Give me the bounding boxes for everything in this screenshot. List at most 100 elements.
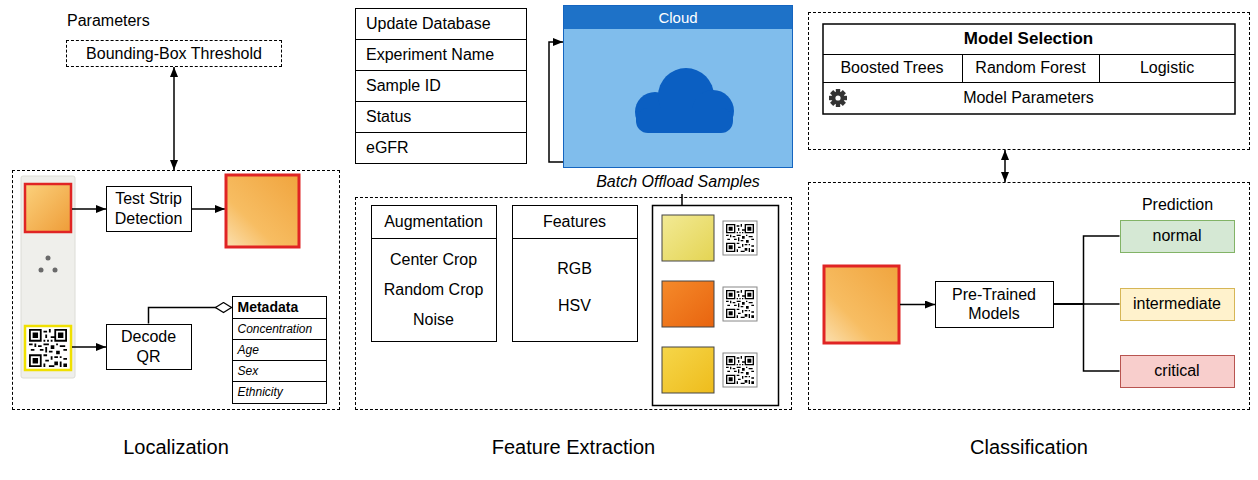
table-header: Cloud <box>564 6 792 30</box>
strip-dot <box>39 268 44 273</box>
sample-image <box>662 281 714 327</box>
cloud-box: Cloud <box>563 5 793 168</box>
model-option: Logistic <box>1100 54 1235 82</box>
cropped-strip <box>226 175 299 247</box>
node-label: Test Strip Detection <box>111 189 187 227</box>
flow-arrow <box>72 208 106 210</box>
connector <box>1054 304 1120 371</box>
cloud-icon <box>636 108 733 133</box>
offload-line <box>681 194 683 205</box>
test-strip <box>21 176 75 378</box>
parameter-heading: Parameters <box>67 11 150 30</box>
metadata-table: MetadataConcentrationAgeSexEthnicity <box>232 296 327 404</box>
database-field: Status <box>355 101 527 133</box>
database-field: Experiment Name <box>355 39 527 71</box>
connector <box>549 42 563 162</box>
qr-code <box>726 356 754 384</box>
qr-code <box>726 224 754 252</box>
region-heading: Classification <box>809 435 1249 459</box>
node-label: Sex <box>233 361 326 382</box>
node-label: Ethnicity <box>233 382 326 403</box>
parameter-box: ParametersBounding-Box Threshold <box>66 40 282 67</box>
prediction-box: normal <box>1120 220 1235 253</box>
flow-arrow <box>72 346 106 348</box>
node-label: Age <box>233 340 326 361</box>
sample-image <box>662 215 714 261</box>
node-label: Center Crop <box>372 245 496 275</box>
qr-code <box>726 290 754 318</box>
prediction-box: critical <box>1120 355 1235 388</box>
model-table <box>823 24 1235 114</box>
node-label: Boosted Trees <box>840 58 943 77</box>
connector <box>173 67 175 170</box>
model-selection-region: Model SelectionBoosted Trees Random Fores… <box>808 12 1250 150</box>
node-label: Random Crop <box>372 275 496 305</box>
model-option: Random Forest <box>963 54 1100 82</box>
feature-list: FeaturesRGBHSV <box>512 205 638 342</box>
database-field: Update Database <box>355 8 527 40</box>
strip-dot <box>46 256 51 261</box>
flow-label: Batch Offload Samples <box>578 172 778 191</box>
cloud-icon <box>635 68 734 133</box>
strip-pad <box>25 184 71 232</box>
sample-image <box>662 347 714 393</box>
qr-code <box>29 329 67 367</box>
database-field: Sample ID <box>355 70 527 102</box>
table-header: Augmentation <box>372 206 496 239</box>
model-parameters: Model Parameters <box>823 82 1235 114</box>
process-box: Decode QR <box>106 324 192 370</box>
region-heading: Feature Extraction <box>356 435 791 459</box>
gear-icon <box>829 89 847 107</box>
model-option: Boosted Trees <box>823 54 963 82</box>
prediction-box: intermediate <box>1120 288 1235 321</box>
node-label: Bounding-Box Threshold <box>86 44 262 63</box>
node-label: Concentration <box>233 319 326 340</box>
node-label: Experiment Name <box>366 45 494 64</box>
node-label: normal <box>1153 226 1202 245</box>
gear-tooth <box>830 90 846 106</box>
qr-frame <box>723 353 757 387</box>
table-header: Features <box>513 206 637 239</box>
cropped-strip <box>824 266 899 343</box>
flow-arrow <box>192 208 225 210</box>
aggregation-connector <box>149 308 232 324</box>
node-label: Sample ID <box>366 76 441 95</box>
augmentation-list: AugmentationCenter CropRandom CropNoise <box>371 205 497 342</box>
samples-panel <box>653 206 779 406</box>
node-label: Update Database <box>366 14 491 33</box>
node-label: RGB <box>513 250 637 287</box>
node-label: Status <box>366 107 411 126</box>
qr-frame <box>723 287 757 321</box>
cloud-header <box>563 5 793 29</box>
flow-arrow <box>900 304 935 306</box>
cloud-body <box>563 5 793 168</box>
connector <box>1004 150 1006 182</box>
process-box: Test Strip Detection <box>106 186 192 232</box>
stage-region: LocalizationTest Strip DetectionDecode Q… <box>12 170 340 410</box>
gear-tooth <box>830 90 846 106</box>
node-label: Logistic <box>1140 58 1194 77</box>
process-box: Pre-Trained Models <box>935 281 1054 328</box>
node-label: Decode QR <box>111 327 187 365</box>
qr-frame <box>25 326 71 370</box>
gear-hole <box>835 95 840 100</box>
connector <box>1054 236 1120 304</box>
node-label: Random Forest <box>975 58 1085 77</box>
stage-region: Feature ExtractionAugmentationCenter Cro… <box>355 197 792 410</box>
node-label: intermediate <box>1133 294 1221 313</box>
node-label: Model Parameters <box>963 88 1094 107</box>
node-label: eGFR <box>366 138 409 157</box>
gear-body <box>832 92 845 105</box>
node-label: Pre-Trained Models <box>940 285 1049 323</box>
region-heading: Localization <box>13 435 339 459</box>
database-field: eGFR <box>355 132 527 164</box>
stage-region: ClassificationPre-Trained Modelsnormalin… <box>808 182 1250 410</box>
node-label: Noise <box>372 305 496 335</box>
table-header: Model Selection <box>823 24 1235 54</box>
table-header: Metadata <box>233 297 326 319</box>
node-label: critical <box>1154 361 1199 380</box>
qr-frame <box>723 221 757 255</box>
node-label: HSV <box>513 287 637 324</box>
group-label: Prediction <box>1120 195 1235 214</box>
